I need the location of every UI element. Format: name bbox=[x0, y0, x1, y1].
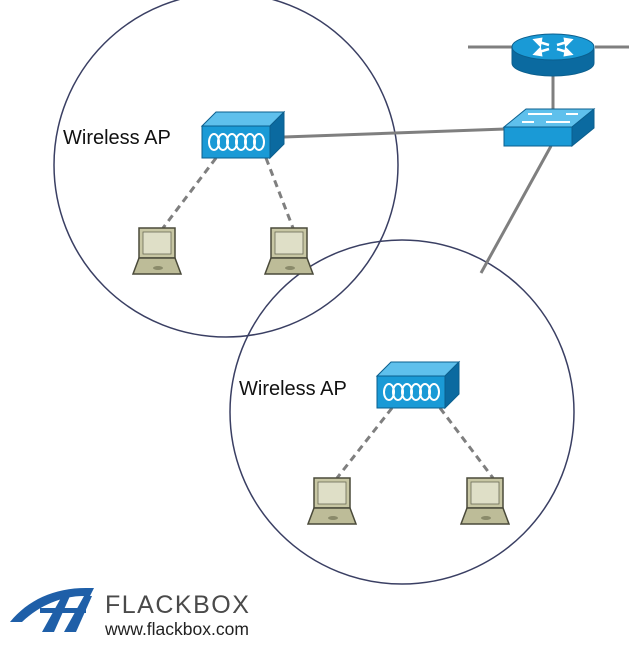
brand-name: FLACKBOX bbox=[105, 591, 251, 619]
flackbox-logo-icon bbox=[10, 588, 94, 632]
wireless-link bbox=[161, 157, 218, 229]
laptop-icon bbox=[132, 227, 182, 275]
laptop-icon bbox=[460, 477, 510, 525]
access-point-icon bbox=[376, 361, 460, 409]
wireless-link bbox=[264, 157, 295, 229]
link-switch-ap-1 bbox=[283, 127, 506, 139]
router-icon bbox=[511, 33, 595, 77]
wireless-link bbox=[438, 407, 495, 479]
wireless-links bbox=[161, 157, 495, 479]
laptop-icon bbox=[264, 227, 314, 275]
access-point-label: Wireless AP bbox=[239, 378, 347, 400]
laptop-icon bbox=[307, 477, 357, 525]
coverage-cell-2 bbox=[229, 239, 575, 585]
access-point-icon bbox=[201, 111, 285, 159]
brand-url: www.flackbox.com bbox=[105, 619, 249, 639]
wired-links bbox=[283, 45, 629, 274]
coverage-cell-1 bbox=[53, 0, 399, 338]
link-switch-ap-2 bbox=[479, 145, 553, 274]
access-point-label: Wireless AP bbox=[63, 127, 171, 149]
wireless-link bbox=[335, 407, 394, 479]
switch-icon bbox=[502, 107, 596, 148]
